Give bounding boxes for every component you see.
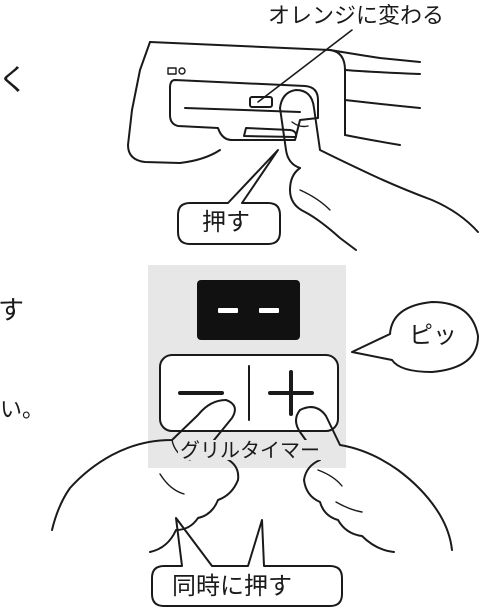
leader-line-orange (257, 29, 353, 103)
top-hand (279, 89, 479, 251)
beep-bubble (351, 301, 479, 373)
display-window (197, 280, 300, 340)
plus-button-label: + (250, 357, 251, 358)
beep-label: ピッ (409, 321, 457, 349)
plus-glyph (268, 370, 314, 416)
switch-housing (169, 79, 319, 141)
left-fragment-3: い。 (0, 398, 45, 423)
press-label: 押す (202, 208, 250, 236)
small-indicator-mark (167, 67, 186, 75)
press-bubble (177, 149, 281, 245)
right-hand (295, 406, 453, 553)
display-readout: - - (0, 0, 1, 1)
minus-button[interactable]: − (162, 357, 248, 429)
together-bubble (151, 517, 343, 607)
grill-timer-label: グリルタイマー (178, 438, 322, 462)
plus-button[interactable]: + (250, 357, 336, 429)
left-fragment-2: す (0, 296, 25, 326)
left-fragment-1: く (0, 63, 28, 98)
together-label: 同時に押す (172, 572, 292, 600)
minus-button-label: − (162, 357, 163, 358)
orange-note-label: オレンジに変わる (268, 4, 445, 29)
appliance-front (127, 41, 421, 164)
